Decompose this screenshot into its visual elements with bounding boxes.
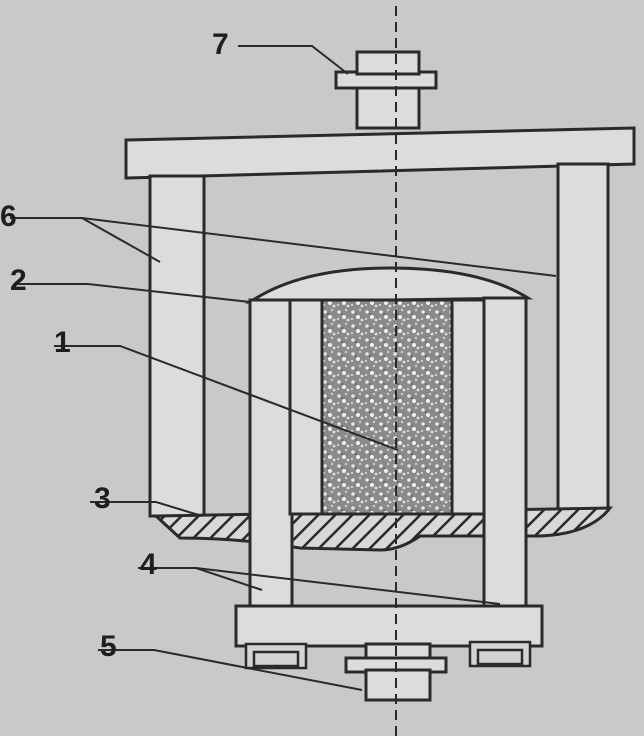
top-plate <box>124 126 636 180</box>
cylinder-dome <box>245 266 534 304</box>
label-2-cylinder: 2 <box>10 264 27 297</box>
label-3-base-plate: 3 <box>94 482 111 515</box>
label-1-sample: 1 <box>54 326 71 359</box>
sample <box>320 298 454 516</box>
bottom-plate <box>234 604 544 648</box>
label-5-lower-nut: 5 <box>100 630 117 663</box>
cylinder <box>248 296 528 612</box>
leader-lines <box>10 45 557 691</box>
label-4-lower-rods: 4 <box>140 548 157 581</box>
upper-rods <box>148 162 610 518</box>
label-6-upper-rods: 6 <box>0 200 17 233</box>
upper-nut <box>334 50 438 130</box>
label-7-upper-nut: 7 <box>212 28 229 61</box>
bottom-feet <box>244 640 532 670</box>
lower-nut <box>344 642 448 702</box>
